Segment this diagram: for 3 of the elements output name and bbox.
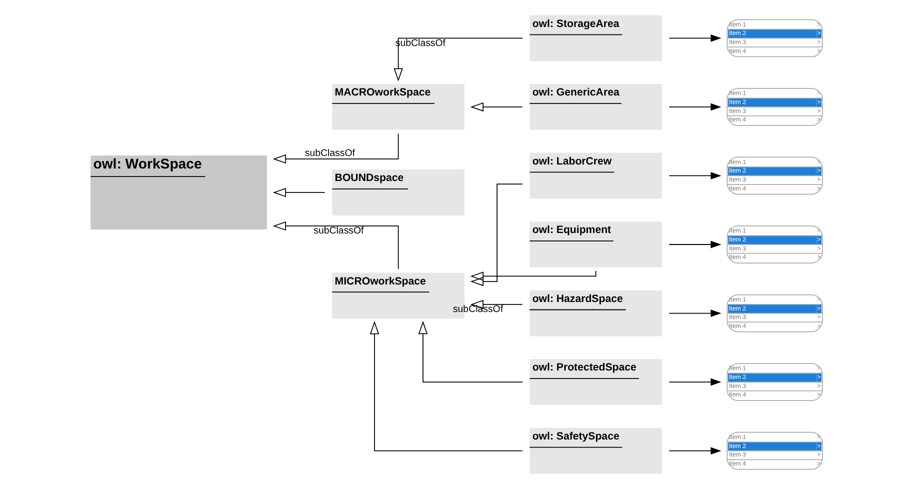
edge-label: subClassOf [452,304,504,316]
edge-label: subClassOf [314,226,364,237]
edge-label: subClassOf [304,148,355,160]
